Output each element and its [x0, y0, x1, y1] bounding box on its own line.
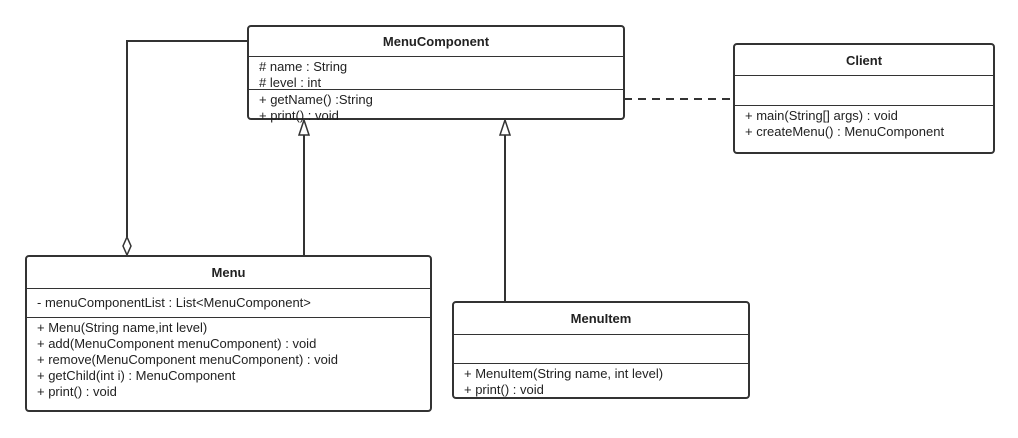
class-menuitem[interactable]: MenuItem + MenuItem(String name, int lev…	[452, 301, 750, 399]
operation-remove: + remove(MenuComponent menuComponent) : …	[37, 352, 338, 367]
operation-main: + main(String[] args) : void	[745, 108, 898, 123]
operation-menuitem-print: + print() : void	[464, 382, 544, 397]
attributes-menucomponent: # name : String # level : int	[249, 57, 623, 90]
attribute-menucomponentlist: - menuComponentList : List<MenuComponent…	[37, 295, 311, 310]
operation-print: + print() : void	[259, 108, 339, 123]
operation-menu-print: + print() : void	[37, 384, 117, 399]
operation-createmenu: + createMenu() : MenuComponent	[745, 124, 945, 139]
class-menucomponent[interactable]: MenuComponent # name : String # level : …	[247, 25, 625, 123]
operation-menuitem-constructor: + MenuItem(String name, int level)	[464, 366, 664, 381]
aggregation-line-menu-to-menucomponent	[126, 40, 247, 237]
class-client[interactable]: Client + main(String[] args) : void + cr…	[733, 43, 995, 154]
attributes-client	[735, 76, 993, 106]
operation-add: + add(MenuComponent menuComponent) : voi…	[37, 336, 317, 351]
operation-getchild: + getChild(int i) : MenuComponent	[37, 368, 236, 383]
attributes-menu: - menuComponentList : List<MenuComponent…	[27, 289, 430, 318]
attribute-level: # level : int	[259, 75, 322, 90]
class-name-menu: Menu	[27, 257, 430, 289]
attributes-menuitem	[454, 335, 748, 364]
generalization-arrowhead-menuitem	[498, 117, 512, 136]
aggregation-diamond	[122, 235, 132, 257]
operation-menu-constructor: + Menu(String name,int level)	[37, 320, 208, 335]
operations-client: + main(String[] args) : void + createMen…	[735, 106, 993, 140]
attribute-name: # name : String	[259, 59, 348, 74]
class-name-menucomponent: MenuComponent	[249, 27, 623, 57]
operations-menu: + Menu(String name,int level) + add(Menu…	[27, 318, 430, 400]
operations-menuitem: + MenuItem(String name, int level) + pri…	[454, 364, 748, 398]
generalization-arrowhead-menu	[297, 117, 311, 136]
class-name-client: Client	[735, 45, 993, 76]
class-name-menuitem: MenuItem	[454, 303, 748, 335]
operation-getname: + getName() :String	[259, 92, 373, 107]
operations-menucomponent: + getName() :String + print() : void	[249, 90, 623, 124]
class-menu[interactable]: Menu - menuComponentList : List<MenuComp…	[25, 255, 432, 412]
